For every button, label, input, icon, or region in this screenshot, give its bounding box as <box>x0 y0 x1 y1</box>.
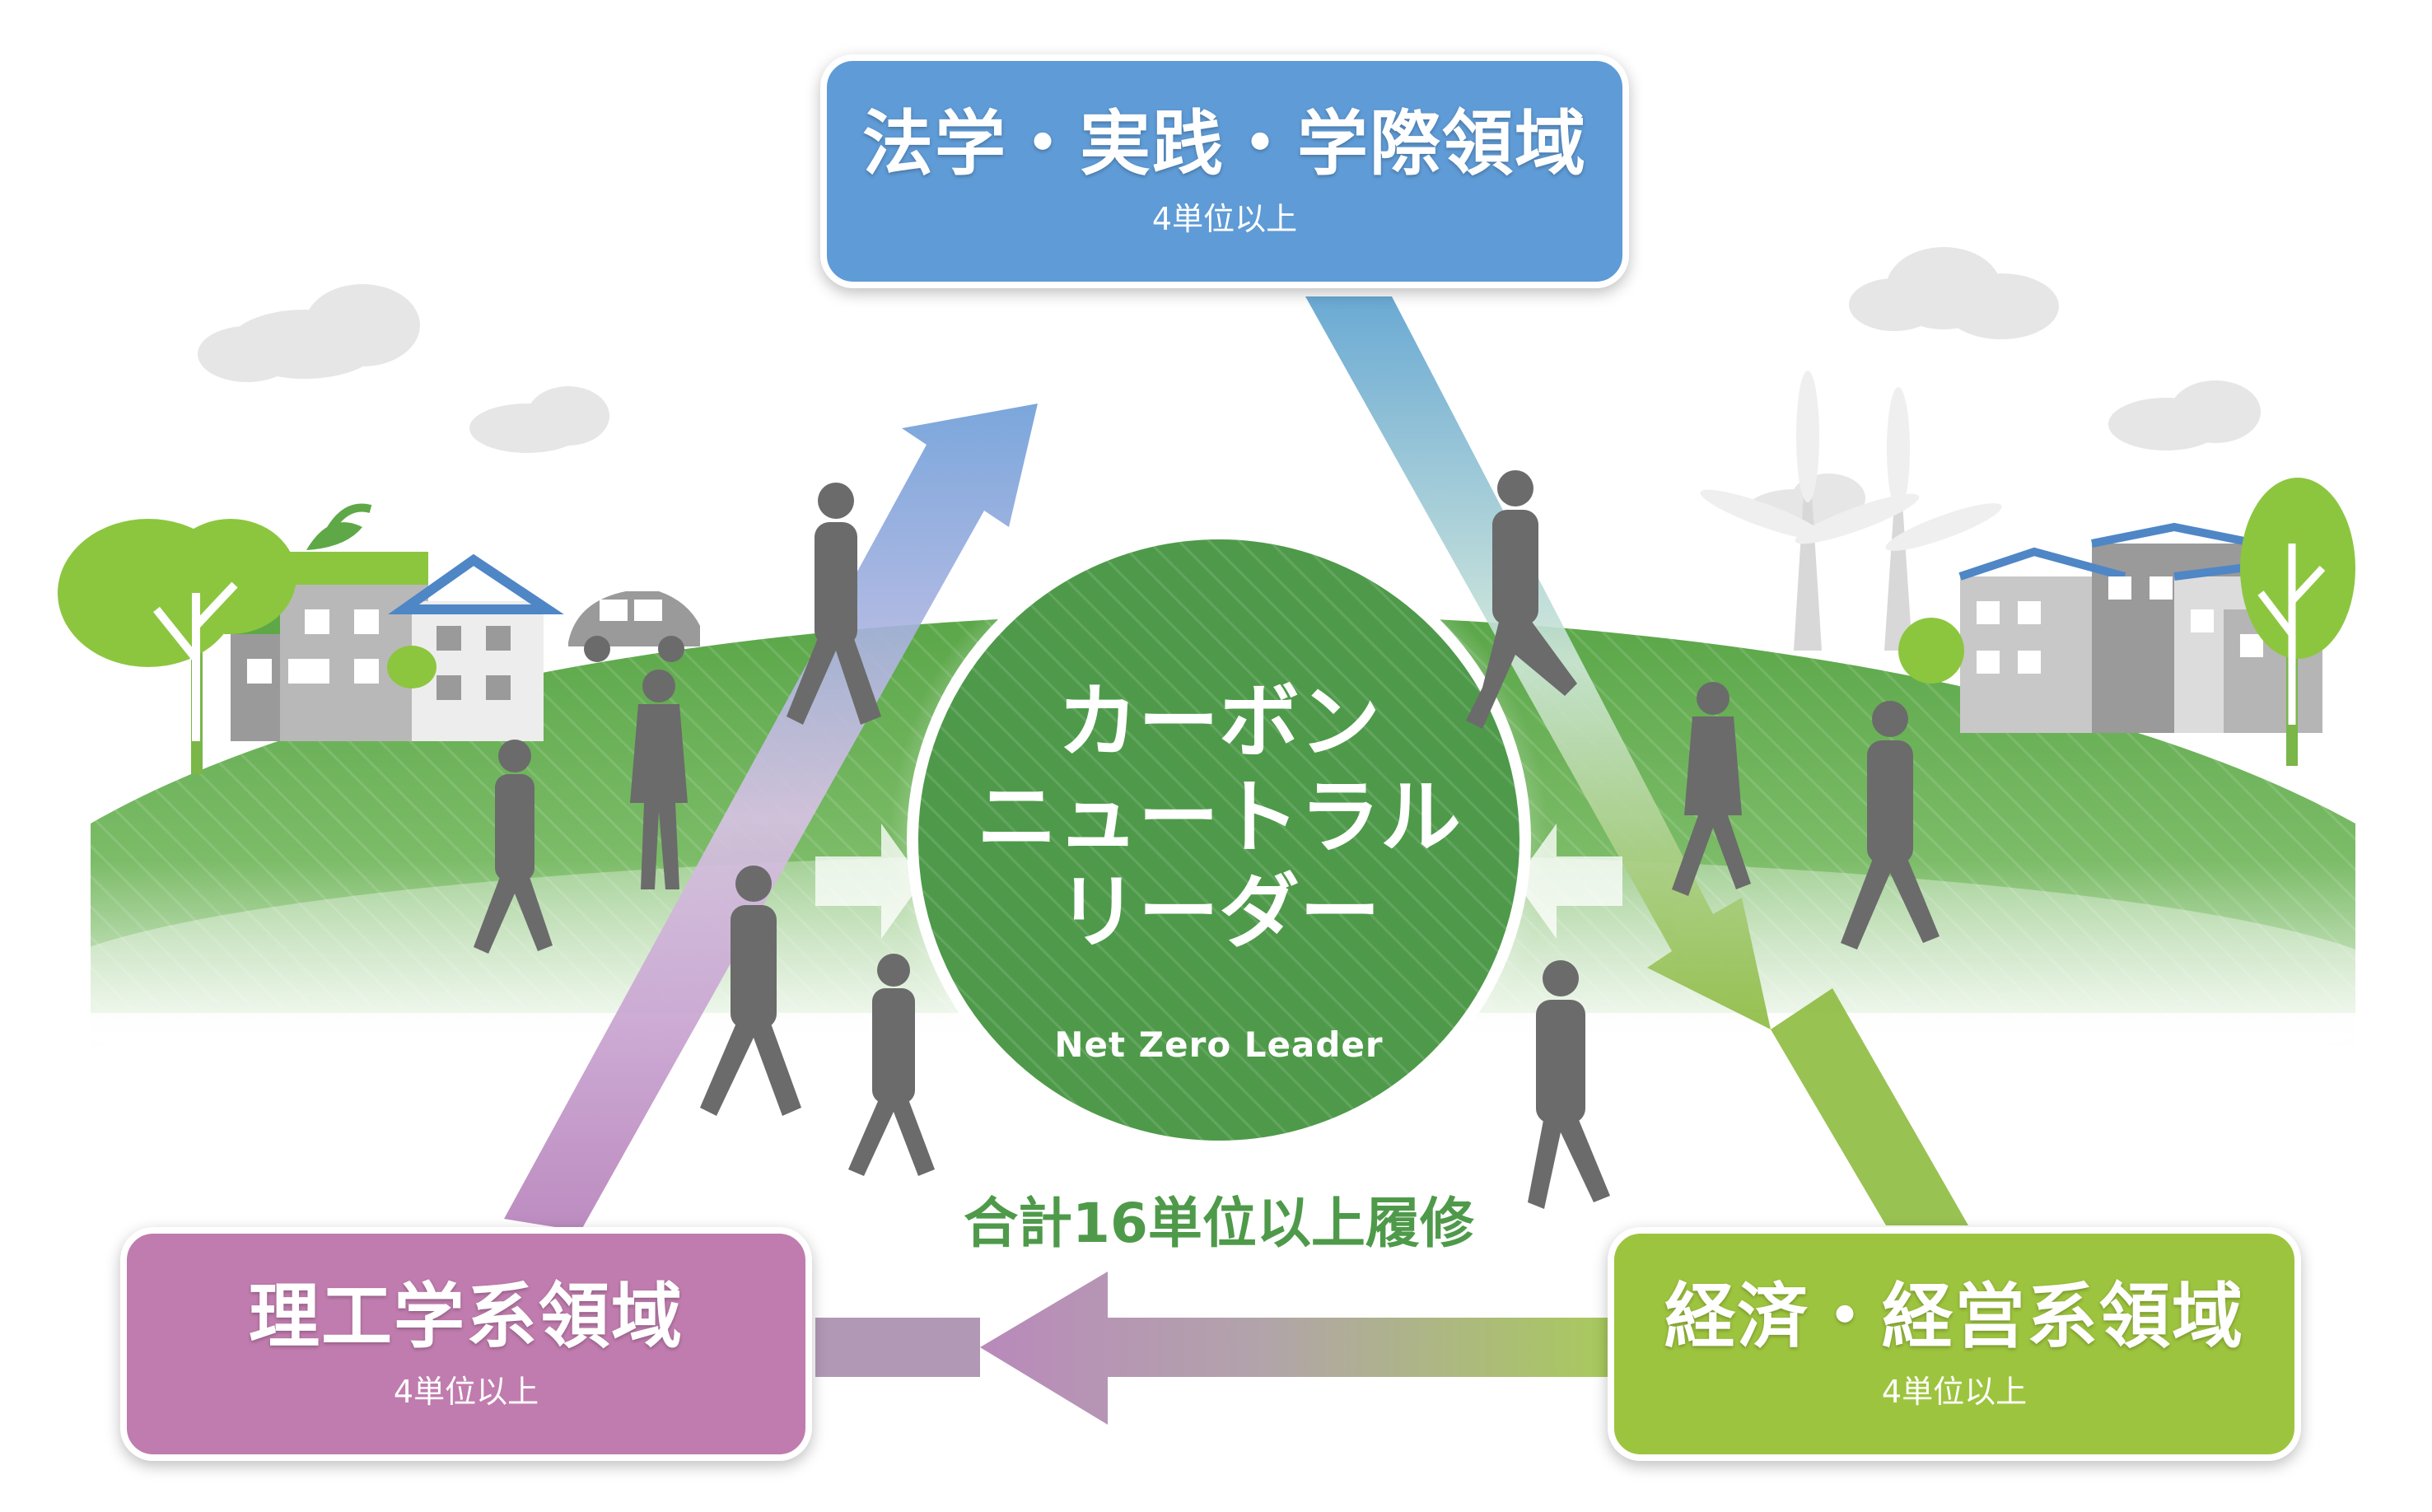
town-left <box>224 552 564 741</box>
domain-title: 経済・経営系領域 <box>1664 1276 2244 1359</box>
domain-credit: 4単位以上 <box>1151 200 1298 237</box>
arrow-left-up <box>504 404 1038 1231</box>
person-icon <box>700 866 801 1116</box>
domain-credit: 4単位以上 <box>393 1373 539 1410</box>
wind-turbine-icons <box>1700 371 2002 651</box>
total-requirement: 合計16単位以上履修 <box>964 1192 1474 1255</box>
domain-box-economics: 経済・経営系領域 4単位以上 <box>1608 1227 2301 1461</box>
center-title-line: リーダー <box>1057 866 1380 960</box>
center-title-line: ニュートラル <box>976 770 1461 865</box>
domain-credit: 4単位以上 <box>1881 1373 2028 1410</box>
people-silhouettes <box>474 470 1940 1209</box>
tree-icon <box>58 519 296 774</box>
center-title-line: カーボン <box>1057 675 1380 769</box>
person-icon <box>848 954 935 1176</box>
person-icon <box>1672 682 1751 896</box>
tree-icon-right <box>2240 478 2355 766</box>
domain-title: 法学・実践・学際領域 <box>862 103 1587 186</box>
domain-box-law: 法学・実践・学際領域 4単位以上 <box>820 54 1629 288</box>
center-subtitle: Net Zero Leader <box>1054 1024 1384 1065</box>
cloud-icons <box>198 247 2261 532</box>
person-icon <box>1528 960 1610 1209</box>
arrow-right-lower <box>1771 988 1968 1225</box>
domain-title: 理工学系領域 <box>249 1276 684 1359</box>
person-icon <box>787 483 881 725</box>
arrow-bottom-left <box>980 1272 1614 1425</box>
car-icon <box>568 591 700 662</box>
person-icon <box>1841 701 1940 950</box>
person-icon <box>474 740 553 954</box>
person-icon <box>630 670 688 889</box>
person-icon <box>1466 470 1577 729</box>
domain-box-science-engineering: 理工学系領域 4単位以上 <box>120 1227 812 1461</box>
center-title: カーボン ニュートラル リーダー <box>931 675 1507 961</box>
town-right <box>1898 522 2322 733</box>
bird-icon <box>306 503 372 550</box>
